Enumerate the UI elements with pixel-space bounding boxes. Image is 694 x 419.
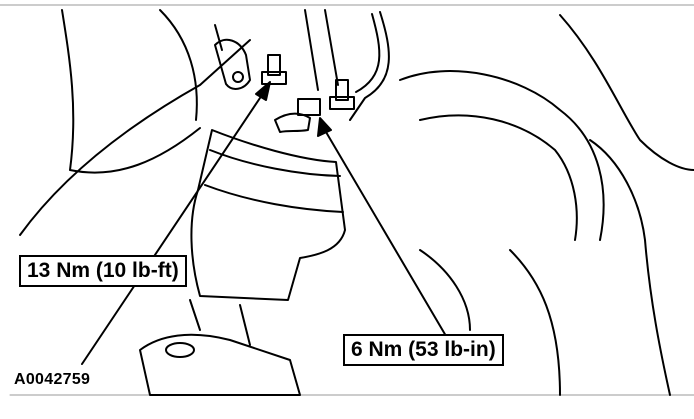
nut-right [329,96,355,110]
arrow-head-13nm [255,81,271,101]
wire-harness-right [349,11,390,121]
torque-callout-13nm: 13 Nm (10 lb-ft) [19,255,187,287]
pump-canister-rim [209,149,341,177]
terminal-nut [297,98,321,116]
mount-bracket [139,333,301,396]
torque-callout-6nm: 6 Nm (53 lb-in) [343,334,504,366]
mount-bracket-edge [189,299,251,346]
left-body-contour [61,9,201,174]
wire-top-left [214,24,223,51]
right-side-contour [559,14,694,171]
clip-bracket [214,38,251,90]
figure-id-label: A0042759 [14,371,91,388]
right-housing-contour [399,70,605,241]
fuel-line-2 [324,9,339,86]
pump-canister-outline [190,129,346,301]
wire-harness-right-2 [355,13,381,93]
leader-line-6nm [325,131,447,337]
lower-mid-curve [419,249,471,331]
right-housing-inner [419,114,578,241]
left-upper-curve [159,9,198,121]
connector-body [274,112,311,133]
leader-line-13nm [81,94,263,365]
arrow-head-6nm [317,117,332,137]
pump-canister-band [204,184,344,213]
stud-left [267,54,281,76]
lower-right-curve [509,249,561,396]
stud-right [335,79,349,101]
fuel-line [304,9,319,91]
right-side-curve [589,139,671,396]
left-diagonal-edge [19,39,251,236]
clip-hole [232,71,244,83]
mount-bracket-hole [165,342,195,358]
nut-left [261,71,287,85]
